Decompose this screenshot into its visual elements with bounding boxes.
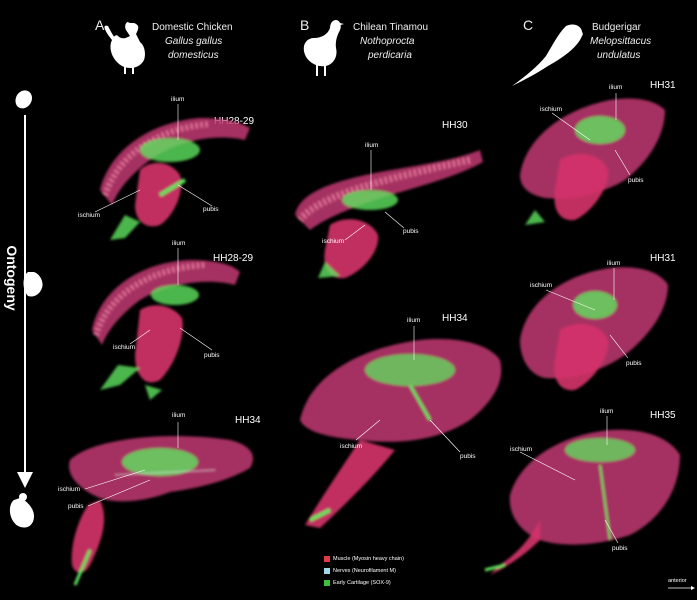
specimen-tinamou-hh34 <box>300 339 502 528</box>
specimen-budgerigar-hh35 <box>484 429 680 575</box>
chicken-sci-name-1: Gallus gallus <box>165 36 223 47</box>
legend-swatch-muscle <box>324 556 330 562</box>
specimens <box>69 98 680 586</box>
legend: Muscle (Myosin heavy chain) Nerves (Neur… <box>324 556 404 586</box>
budgerigar-sci-name-2: undulatus <box>597 50 641 61</box>
label-ilium-c3: ilium <box>600 408 614 415</box>
chicken-icon <box>104 22 145 74</box>
label-pubis-a1: pubis <box>203 206 219 213</box>
tinamou-common-name: Chilean Tinamou <box>353 22 429 33</box>
label-ischium-c2: ischium <box>530 282 553 289</box>
legend-item-muscle: Muscle (Myosin heavy chain) <box>324 556 404 562</box>
specimen-chicken-hh34 <box>69 436 254 586</box>
budgerigar-icon <box>512 24 583 86</box>
chicken-common-name: Domestic Chicken <box>152 22 233 33</box>
budgerigar-common-name: Budgerigar <box>592 22 641 33</box>
legend-swatch-cartilage <box>324 580 330 586</box>
chicken-sci-name-2: domesticus <box>168 50 219 61</box>
label-ischium-c1: ischium <box>540 106 563 113</box>
label-pubis-b2: pubis <box>460 453 476 460</box>
label-pubis-a3: pubis <box>68 503 84 510</box>
label-ischium-c3: ischium <box>510 446 533 453</box>
column-letter-a: A <box>95 17 105 33</box>
stage-label-c2: HH31 <box>650 253 676 264</box>
tinamou-sci-name-2: perdicaria <box>368 50 412 61</box>
label-ilium-b1: ilium <box>365 142 379 149</box>
tinamou-icon <box>303 20 344 76</box>
label-pubis-c1: pubis <box>628 177 644 184</box>
label-pubis-b1: pubis <box>403 228 419 235</box>
tinamou-sci-name-1: Nothoprocta <box>360 36 415 47</box>
label-ilium-c1: ilium <box>609 84 623 91</box>
label-ilium-b2: ilium <box>407 317 421 324</box>
specimen-chicken-hh28-29-a <box>100 118 250 240</box>
column-letter-b: B <box>300 17 310 33</box>
label-pubis-c2: pubis <box>626 360 642 367</box>
label-ischium-b2: ischium <box>340 443 363 450</box>
column-letter-c: C <box>523 17 534 33</box>
specimen-tinamou-hh30 <box>295 150 483 279</box>
legend-swatch-nerves <box>324 568 330 574</box>
label-ischium-a2: ischium <box>113 344 136 351</box>
label-ilium-c2: ilium <box>607 260 621 267</box>
stage-label-b1: HH30 <box>442 120 468 131</box>
label-ilium-a2: ilium <box>172 240 186 247</box>
stage-label-a2: HH28-29 <box>213 253 254 264</box>
stage-label-c3: HH35 <box>650 410 676 421</box>
stage-label-c1: HH31 <box>650 80 676 91</box>
legend-item-cartilage: Early Cartilage (SOX-9) <box>324 580 404 586</box>
label-ischium-a3: ischium <box>58 486 81 493</box>
label-pubis-c3: pubis <box>612 545 628 552</box>
label-ilium-a3: ilium <box>172 412 186 419</box>
legend-item-nerves: Nerves (Neurofilament M) <box>324 568 404 574</box>
stage-label-b2: HH34 <box>442 313 468 324</box>
label-leaders <box>84 93 631 544</box>
stage-label-a1: HH28-29 <box>214 116 255 127</box>
label-pubis-a2: pubis <box>204 352 220 359</box>
specimen-budgerigar-hh31-a <box>520 98 665 225</box>
label-ischium-a1: ischium <box>78 212 101 219</box>
anterior-label: anterior <box>668 578 687 584</box>
ontogeny-label: Ontogeny <box>4 245 20 311</box>
embryo-icon-early <box>15 90 32 109</box>
stage-label-a3: HH34 <box>235 415 261 426</box>
embryo-icon-late <box>9 493 34 528</box>
label-ilium-a1: ilium <box>171 96 185 103</box>
specimen-budgerigar-hh31-b <box>520 267 668 391</box>
specimen-chicken-hh28-29-b <box>92 260 240 400</box>
label-ischium-b1: ischium <box>322 238 345 245</box>
budgerigar-sci-name-1: Melopsittacus <box>590 36 652 47</box>
embryo-icon-mid <box>23 272 43 297</box>
